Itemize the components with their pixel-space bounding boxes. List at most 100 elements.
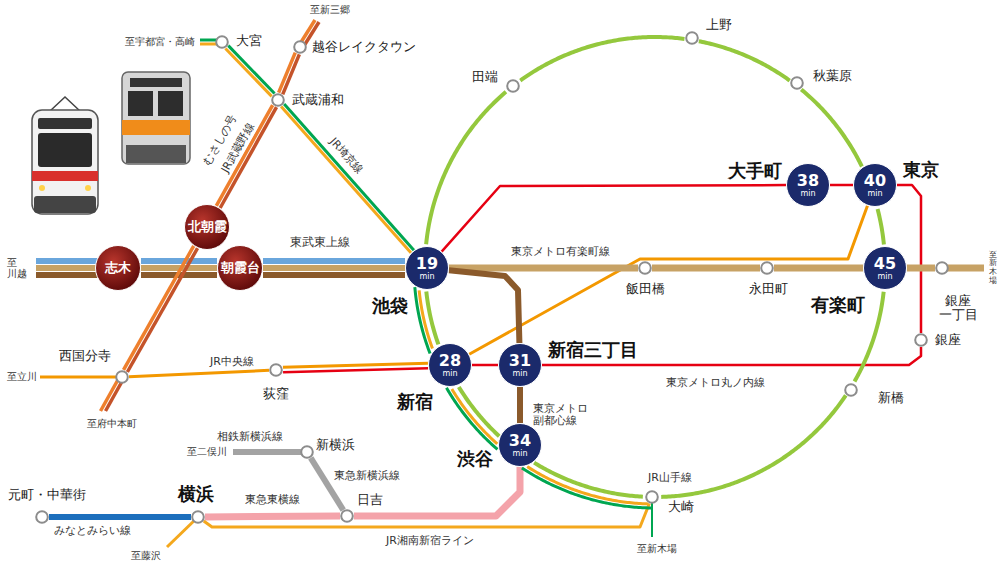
- rail-stripe: [442, 185, 786, 251]
- rail-stripe: [263, 258, 405, 264]
- station-name: 秋葉原: [813, 69, 852, 83]
- station-name: 東京: [903, 160, 939, 181]
- map-label: 東武東上線: [289, 236, 351, 250]
- yamanote-line: [446, 387, 499, 449]
- map-label: 東京メトロ有楽町線: [510, 246, 611, 259]
- travel-minutes: 28: [439, 352, 461, 370]
- yamanote-line: [415, 287, 439, 353]
- station-circle-shape: [96, 246, 141, 291]
- train-stripe: [32, 171, 98, 181]
- station-name: 上野: [706, 18, 732, 32]
- rail-line: [204, 503, 650, 527]
- rail-stripe: [49, 514, 191, 520]
- rail-stripe: [472, 364, 498, 367]
- station-circle-shape: [341, 510, 353, 522]
- rail-line: [283, 363, 428, 372]
- rail-line: [311, 458, 344, 510]
- rail-stripe: [878, 209, 884, 245]
- station-circle-shape: [270, 364, 282, 376]
- tobu-train: [32, 97, 98, 214]
- map-label: 至立川: [6, 371, 38, 383]
- rail-line: [449, 268, 638, 269]
- minutes-unit: min: [512, 369, 527, 378]
- train-window: [158, 91, 183, 116]
- station-circle-shape: [406, 247, 449, 290]
- station-dot: 上野: [685, 31, 699, 45]
- rail-stripe: [449, 270, 520, 343]
- travel-minutes: 34: [509, 432, 531, 450]
- station-dot: 越谷レイクタウン: [293, 40, 307, 54]
- yamanote-line: [522, 463, 652, 508]
- rail-line: [774, 268, 863, 269]
- rail-stripe: [522, 468, 652, 508]
- rail-stripe: [263, 272, 405, 278]
- station-dot: 新橋: [844, 383, 858, 397]
- station-name: 永田町: [749, 282, 788, 296]
- train-skirt: [126, 145, 186, 163]
- rail-line: [442, 185, 786, 251]
- map-label: 東急新横浜線: [333, 470, 401, 483]
- station-name: 元町・中華街: [8, 488, 86, 502]
- time-station: 新宿28min: [428, 343, 472, 387]
- minutes-unit: min: [800, 189, 815, 198]
- station-circle-shape: [936, 262, 948, 274]
- station-name: 日吉: [357, 493, 383, 507]
- line-stubs: [36, 20, 984, 547]
- station-circle-shape: [36, 511, 48, 523]
- station-name: 銀座: [935, 333, 961, 347]
- map-label: 相鉄新横浜線: [216, 431, 284, 444]
- station-name: 大宮: [236, 34, 262, 48]
- yamanote-line: [699, 41, 790, 80]
- minutes-unit: min: [512, 449, 527, 458]
- station-circle-shape: [499, 344, 542, 387]
- map-label: JR山手線: [647, 472, 693, 485]
- chuo-stub: [40, 376, 122, 379]
- map-label: 至新木場: [989, 251, 997, 286]
- time-station: 東京40min: [853, 163, 897, 207]
- station-circle-shape: [761, 262, 773, 274]
- rail-stripe: [469, 206, 867, 355]
- map-label: 東京メトロ 副都心線: [532, 403, 596, 428]
- train-window: [128, 91, 153, 116]
- station-circle: [269, 363, 283, 377]
- rail-stripe: [446, 388, 497, 450]
- station-circle: [191, 510, 205, 524]
- station-circle-shape: [639, 262, 651, 274]
- rail-line: [472, 365, 498, 366]
- station-name: 新横浜: [316, 438, 355, 452]
- train-display: [38, 118, 92, 129]
- time-station: 大手町38min: [786, 163, 830, 207]
- travel-minutes: 31: [509, 352, 531, 370]
- rail-stripe: [830, 184, 853, 187]
- rail-stripe: [801, 89, 862, 166]
- station-name: 大手町: [728, 161, 782, 182]
- rail-stripe: [283, 368, 428, 372]
- map-label: 至宇都宮・高崎: [124, 36, 196, 48]
- station-circle-shape: [185, 205, 230, 250]
- station-circle: [914, 333, 928, 347]
- minutes-unit: min: [877, 272, 892, 281]
- map-label: 東京メトロ丸ノ内線: [665, 377, 766, 390]
- station-circle-shape: [429, 344, 472, 387]
- station-name: 渋谷: [457, 449, 493, 470]
- map-label: みなとみらい線: [53, 525, 132, 538]
- station-circle: [844, 383, 858, 397]
- station-name: 大崎: [668, 500, 694, 514]
- map-label: 至 川越: [6, 257, 29, 280]
- train-stripe: [122, 120, 190, 135]
- station-dot: 元町・中華街: [35, 510, 49, 524]
- station-circle: [293, 40, 307, 54]
- sotetsu-stub: [233, 449, 307, 455]
- station-circle: [215, 35, 229, 49]
- rail-stripe: [225, 48, 271, 96]
- rail-line: [830, 185, 853, 186]
- rail-stripe: [517, 387, 523, 423]
- station-name: 荻窪: [263, 387, 289, 401]
- station-dot: 永田町: [760, 261, 774, 275]
- rail-stripe: [204, 503, 650, 527]
- rail-stripe: [452, 389, 497, 444]
- map-label: JR中央線: [209, 356, 255, 369]
